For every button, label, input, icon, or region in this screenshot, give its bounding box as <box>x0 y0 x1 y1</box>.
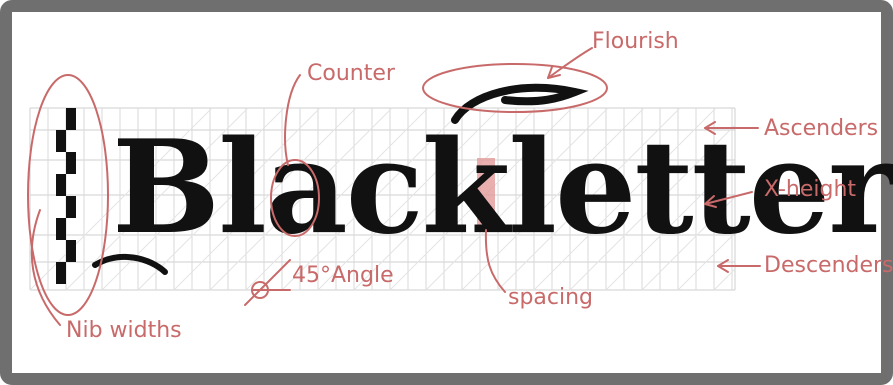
corner-tab-br <box>857 361 879 371</box>
corner-tab-tl <box>14 14 36 24</box>
label-ascenders: Ascenders <box>764 116 878 141</box>
label-spacing: spacing <box>508 285 593 310</box>
label-x-height: X-height <box>764 177 856 202</box>
corner-tab-bl <box>14 361 36 371</box>
label-counter: Counter <box>307 61 396 86</box>
corner-tab-tr <box>857 14 879 24</box>
label-angle: 45°Angle <box>292 263 394 288</box>
label-flourish: Flourish <box>592 29 679 54</box>
label-descenders: Descenders <box>764 253 893 278</box>
label-nib-widths: Nib widths <box>66 318 182 343</box>
